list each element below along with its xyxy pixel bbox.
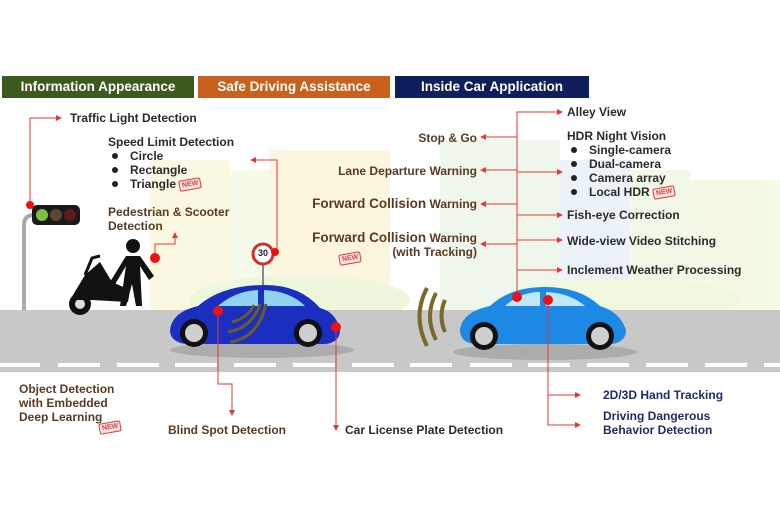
label-stop-and-go: Stop & Go (418, 131, 477, 145)
list-item: Dual-camera (567, 157, 675, 171)
category-safe-driving-assistance: Safe Driving Assistance (198, 76, 390, 98)
label-lane-departure-warning: Lane Departure Warning (338, 164, 477, 178)
label-blind-spot-detection: Blind Spot Detection (168, 423, 286, 437)
list-item: Local HDR NEW (567, 185, 677, 201)
city-backdrop (150, 140, 780, 325)
signal-waves-icon (417, 287, 447, 347)
speed-limit-shapes-list: Circle Rectangle Triangle NEW (108, 149, 234, 193)
label-speed-limit-detection: Speed Limit Detection (108, 135, 235, 149)
list-item: Rectangle (108, 163, 234, 177)
list-item: Triangle NEW (108, 177, 234, 193)
connector-dots (26, 201, 553, 332)
label-fish-eye-correction: Fish-eye Correction (567, 208, 680, 222)
new-badge: NEW (178, 177, 203, 193)
speed-sign-value: 30 (257, 248, 268, 258)
label-hand-tracking: 2D/3D Hand Tracking (603, 388, 724, 402)
road (0, 310, 780, 372)
speed-limit-group: Speed Limit Detection Circle Rectangle T… (108, 135, 235, 193)
speed-limit-sign (251, 242, 275, 290)
category-information-appearance: Information Appearance (2, 76, 194, 98)
label-hdr-night-vision: HDR Night Vision (567, 129, 667, 143)
list-item: Single-camera (567, 143, 675, 157)
scooter-pedestrian (69, 239, 154, 315)
label-traffic-light-detection: Traffic Light Detection (70, 111, 197, 125)
new-badge: NEW (652, 185, 677, 201)
list-item: Circle (108, 149, 234, 163)
traffic-light (22, 205, 80, 310)
lane-markings (0, 363, 780, 367)
hdr-night-vision-group: HDR Night Vision Single-camera Dual-came… (567, 129, 677, 201)
label-wide-view-video-stitching: Wide-view Video Stitching (567, 234, 717, 248)
label-inclement-weather-processing: Inclement Weather Processing (567, 263, 742, 277)
hdr-modes-list: Single-camera Dual-camera Camera array L… (567, 143, 677, 201)
list-item: Camera array (567, 171, 675, 185)
front-car (170, 285, 354, 358)
label-pedestrian-scooter-detection: Pedestrian & Scooter Detection (108, 205, 230, 233)
label-alley-view: Alley View (567, 105, 627, 119)
connector-arrowheads (56, 109, 581, 431)
label-object-detection: Object Detection with Embedded Deep Lear… (19, 382, 115, 424)
category-inside-car-application: Inside Car Application (395, 76, 589, 98)
rear-car (453, 287, 637, 360)
label-forward-collision-warning-tracking: Forward Collision Warning (with Tracking… (312, 230, 477, 260)
label-car-license-plate-detection: Car License Plate Detection (345, 423, 504, 437)
label-driving-dangerous-behavior: Driving Dangerous Behavior Detection (603, 409, 713, 437)
label-forward-collision-warning: Forward Collision Warning (312, 196, 477, 212)
